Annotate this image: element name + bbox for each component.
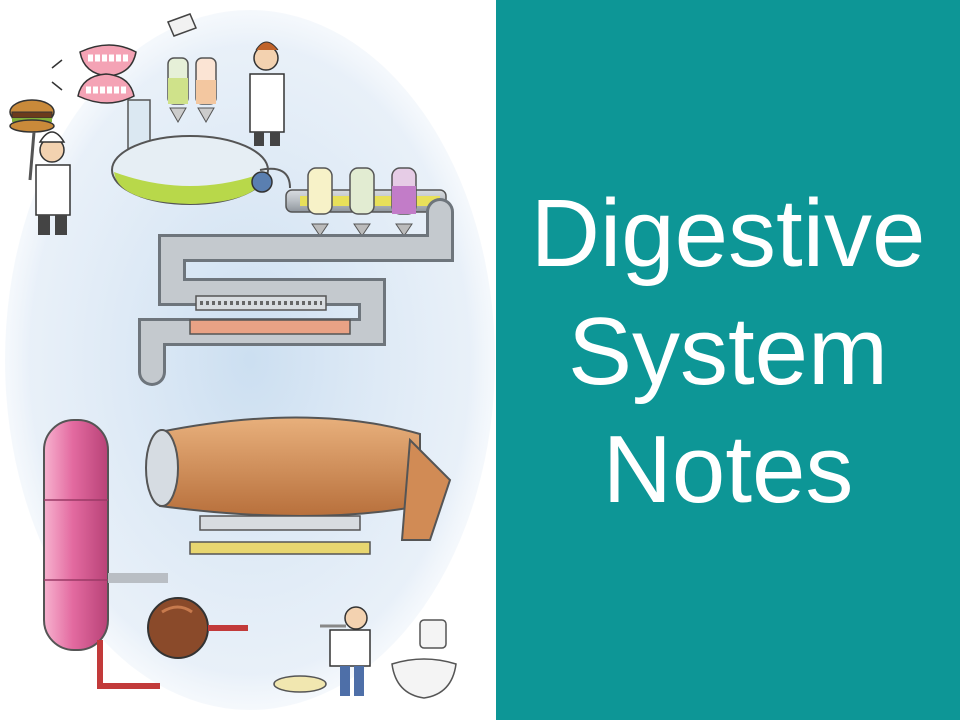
title-panel: Digestive System Notes — [496, 0, 960, 720]
chef-with-burger — [9, 99, 71, 235]
absorption-grates — [189, 295, 351, 335]
toilet — [391, 619, 457, 699]
man-reading — [320, 606, 371, 696]
drain-bowl — [273, 675, 327, 693]
teeth — [51, 44, 137, 104]
title-line-3: Notes — [602, 416, 854, 523]
digestive-machine-drawing — [5, 10, 495, 710]
digestive-machine-illustration — [5, 10, 495, 710]
title-line-2: System — [567, 298, 889, 405]
pump — [97, 597, 248, 689]
small-intestine-pipes — [138, 198, 454, 386]
scientist-with-flasks — [166, 13, 285, 146]
title-line-1: Digestive — [530, 180, 926, 287]
slide-title: Digestive System Notes — [531, 175, 926, 529]
stomach-tank — [111, 135, 291, 205]
pink-tank — [43, 419, 168, 651]
enzyme-pipe — [285, 167, 447, 237]
large-intestine-drum — [145, 416, 452, 555]
